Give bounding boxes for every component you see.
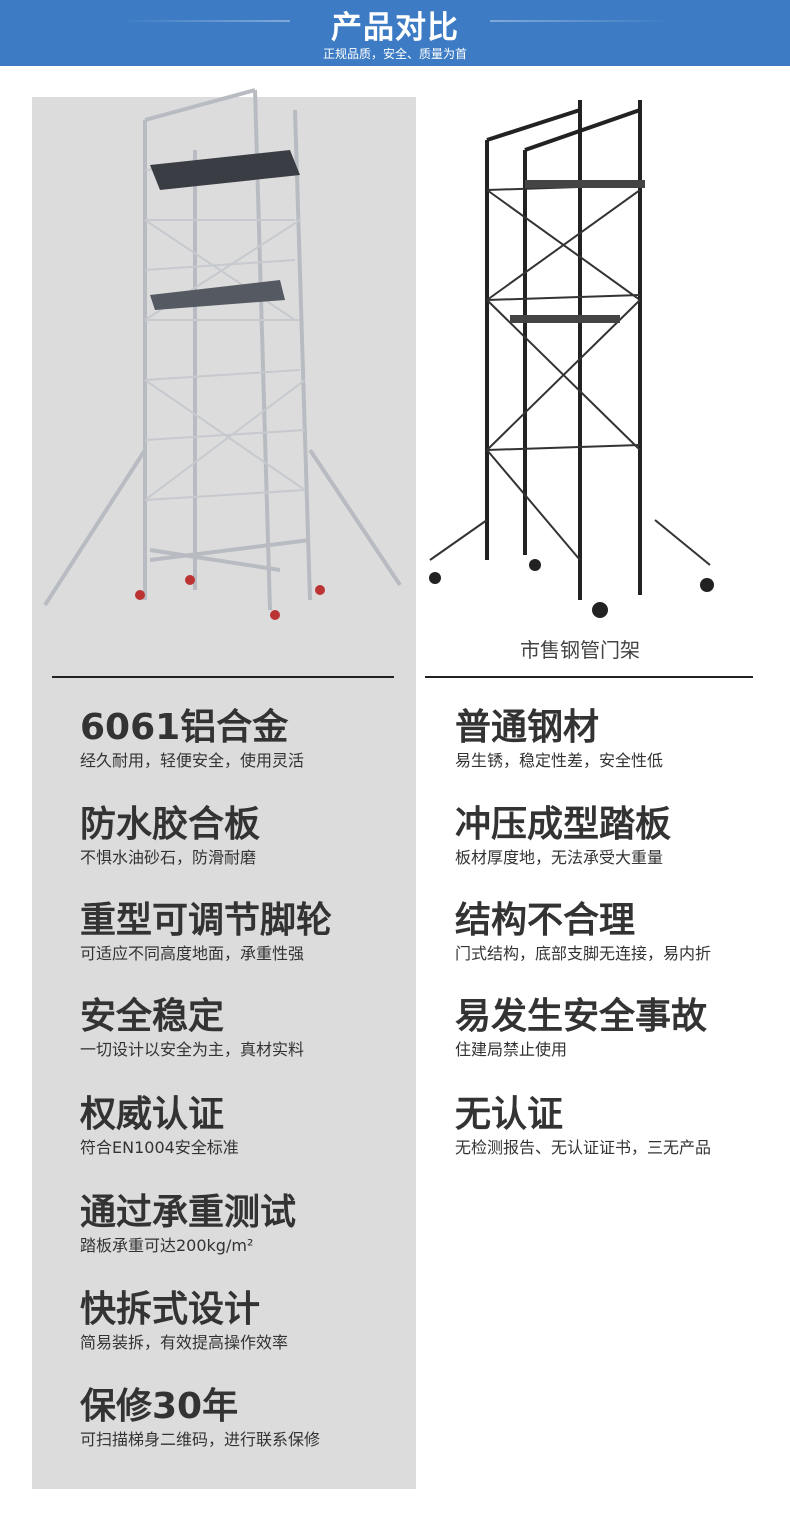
competitor-title: 无认证 xyxy=(455,1094,564,1135)
competitor-desc: 门式结构，底部支脚无连接，易内折 xyxy=(455,944,712,963)
feature-title: 6061铝合金 xyxy=(80,707,289,748)
feature-title: 快拆式设计 xyxy=(80,1289,261,1330)
competitor-item: 易发生安全事故住建局禁止使用 xyxy=(455,995,707,1061)
competitor-item: 无认证无检测报告、无认证证书，三无产品 xyxy=(455,1093,711,1159)
steel-scaffold-image xyxy=(429,100,714,618)
feature-title: 安全稳定 xyxy=(80,996,225,1037)
feature-desc: 简易装拆，有效提高操作效率 xyxy=(80,1333,289,1352)
aluminum-scaffold-image xyxy=(43,88,402,620)
competitor-item: 结构不合理门式结构，底部支脚无连接，易内折 xyxy=(455,899,711,965)
feature-item: 通过承重测试踏板承重可达200kg/m² xyxy=(80,1191,296,1257)
feature-title: 权威认证 xyxy=(80,1094,225,1135)
competitor-item: 普通钢材易生锈，稳定性差，安全性低 xyxy=(455,706,663,772)
feature-title: 防水胶合板 xyxy=(80,804,261,845)
feature-title: 通过承重测试 xyxy=(80,1192,297,1233)
feature-item: 安全稳定一切设计以安全为主，真材实料 xyxy=(80,995,304,1061)
competitor-title: 普通钢材 xyxy=(455,707,600,748)
competitor-title: 冲压成型踏板 xyxy=(455,804,672,845)
competitor-desc: 板材厚度地，无法承受大重量 xyxy=(455,848,664,867)
feature-item: 保修30年可扫描梯身二维码，进行联系保修 xyxy=(80,1385,320,1451)
competitor-desc: 住建局禁止使用 xyxy=(455,1040,568,1059)
feature-title: 保修30年 xyxy=(80,1386,239,1427)
competitor-title: 易发生安全事故 xyxy=(455,996,708,1037)
feature-title: 重型可调节脚轮 xyxy=(80,900,333,941)
header-banner: 产品对比 正规品质，安全、质量为首 xyxy=(0,0,790,66)
competitor-title: 结构不合理 xyxy=(455,900,636,941)
feature-desc: 可扫描梯身二维码，进行联系保修 xyxy=(80,1430,321,1449)
header-decor-line xyxy=(120,20,290,22)
feature-item: 重型可调节脚轮可适应不同高度地面，承重性强 xyxy=(80,899,332,965)
steel-scaffold-caption: 市售钢管门架 xyxy=(520,638,640,662)
competitor-desc: 无检测报告、无认证证书，三无产品 xyxy=(455,1138,712,1157)
highlight-panel xyxy=(32,97,416,1489)
feature-item: 6061铝合金经久耐用，轻便安全，使用灵活 xyxy=(80,706,304,772)
page-subtitle: 正规品质，安全、质量为首 xyxy=(322,47,467,61)
feature-desc: 一切设计以安全为主，真材实料 xyxy=(80,1040,305,1059)
feature-item: 防水胶合板不惧水油砂石，防滑耐磨 xyxy=(80,803,260,869)
feature-item: 快拆式设计简易装拆，有效提高操作效率 xyxy=(80,1288,288,1354)
feature-item: 权威认证符合EN1004安全标准 xyxy=(80,1093,239,1159)
feature-desc: 不惧水油砂石，防滑耐磨 xyxy=(80,848,257,867)
page-title: 产品对比 xyxy=(331,10,459,46)
feature-desc: 踏板承重可达200kg/m² xyxy=(80,1236,254,1255)
right-divider xyxy=(425,676,753,678)
feature-desc: 可适应不同高度地面，承重性强 xyxy=(80,944,305,963)
feature-desc: 符合EN1004安全标准 xyxy=(80,1138,239,1157)
feature-desc: 经久耐用，轻便安全，使用灵活 xyxy=(80,751,305,770)
competitor-desc: 易生锈，稳定性差，安全性低 xyxy=(455,751,664,770)
competitor-item: 冲压成型踏板板材厚度地，无法承受大重量 xyxy=(455,803,671,869)
left-divider xyxy=(52,676,394,678)
